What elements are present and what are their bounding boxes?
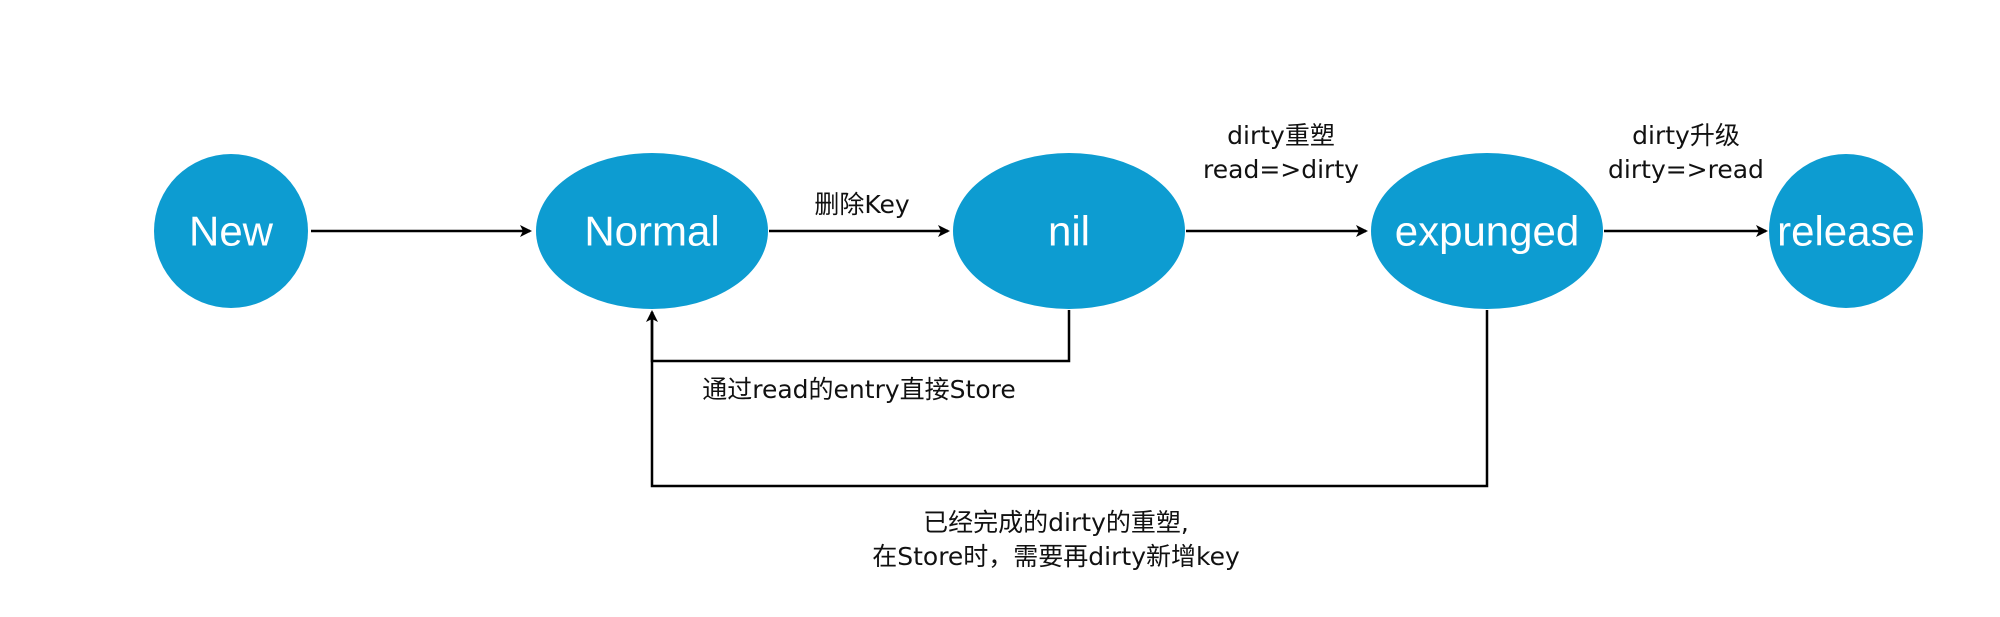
node-expunged-shape — [1371, 153, 1603, 309]
node-nil-label: nil — [1048, 208, 1090, 255]
edge-label-nil-to-normal: 通过read的entry直接Store — [702, 375, 1015, 404]
edge-label-normal-to-nil: 删除Key — [814, 190, 910, 219]
node-release-label: release — [1777, 208, 1915, 255]
node-normal-label: Normal — [584, 208, 719, 255]
node-expunged: expunged — [1371, 153, 1603, 309]
node-release-shape — [1769, 154, 1923, 308]
node-normal-shape — [536, 153, 768, 309]
node-release: release — [1769, 154, 1923, 308]
node-nil-shape — [953, 153, 1185, 309]
edge-label-expunged-to-normal-line2: 在Store时，需要再dirty新增key — [872, 542, 1240, 571]
edge-label-nil-to-expunged-line1: dirty重塑 — [1227, 121, 1335, 150]
edge-expunged-to-normal — [650, 310, 1489, 488]
node-new: New — [154, 154, 308, 308]
edge-label-nil-to-expunged-line2: read=>dirty — [1203, 155, 1359, 184]
node-new-label: New — [189, 208, 274, 255]
edge-label-expunged-to-release-line2: dirty=>read — [1608, 155, 1764, 184]
node-nil: nil — [953, 153, 1185, 309]
edge-nil-to-normal — [646, 310, 1071, 363]
node-normal: Normal — [536, 153, 768, 309]
edge-label-expunged-to-normal-line1: 已经完成的dirty的重塑, — [923, 508, 1189, 537]
edge-label-expunged-to-release-line1: dirty升级 — [1632, 121, 1740, 150]
node-new-shape — [154, 154, 308, 308]
node-expunged-label: expunged — [1395, 208, 1580, 255]
